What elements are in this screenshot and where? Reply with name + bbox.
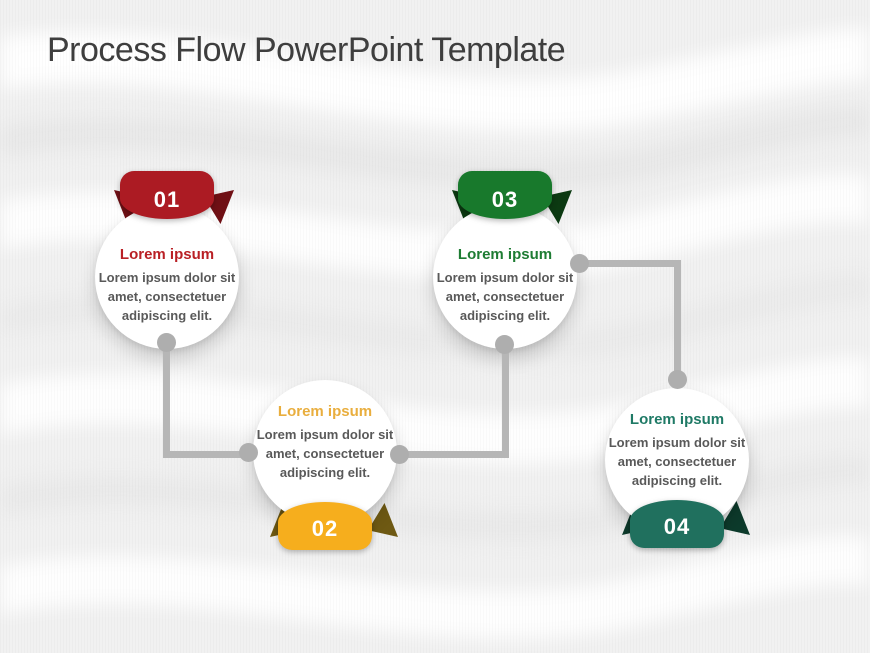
step-title: Lorem ipsum — [629, 410, 725, 428]
step-body-line: adipiscing elit. — [459, 307, 551, 323]
connector-line-1-vertical — [163, 343, 170, 458]
step-circle: Lorem ipsum Lorem ipsum dolor sit amet, … — [433, 205, 577, 349]
step-number-badge: 03 — [458, 171, 552, 219]
step-circle: Lorem ipsum Lorem ipsum dolor sit amet, … — [253, 380, 397, 524]
step-body-line: amet, consectetuer — [265, 445, 385, 461]
step-body-line: amet, consectetuer — [445, 288, 565, 304]
step-number: 03 — [491, 187, 519, 212]
step-title: Lorem ipsum — [457, 245, 553, 263]
step-body-line: Lorem ipsum dolor sit — [98, 269, 236, 285]
connector-line-2-horizontal — [400, 451, 509, 458]
connector-dot-step2-right — [390, 445, 409, 464]
step-body-line: amet, consectetuer — [107, 288, 227, 304]
step-body-line: amet, consectetuer — [617, 453, 737, 469]
step-body-line: Lorem ipsum dolor sit — [436, 269, 574, 285]
connector-dot-step2-left — [239, 443, 258, 462]
step-body-line: adipiscing elit. — [631, 472, 723, 488]
step-title: Lorem ipsum — [119, 245, 215, 263]
step-body-line: Lorem ipsum dolor sit — [608, 434, 746, 450]
connector-line-1-horizontal — [163, 451, 253, 458]
step-body: Lorem ipsum dolor sit amet, consectetuer… — [437, 268, 574, 325]
connector-dot-step3-bottom — [495, 335, 514, 354]
connector-dot-step3-right — [570, 254, 589, 273]
step-number-badge: 01 — [120, 171, 214, 219]
step-number: 04 — [663, 514, 691, 539]
step-body: Lorem ipsum dolor sit amet, consectetuer… — [609, 433, 746, 490]
slide-title: Process Flow PowerPoint Template — [47, 31, 566, 69]
step-body: Lorem ipsum dolor sit amet, consectetuer… — [99, 268, 236, 325]
step-body-line: adipiscing elit. — [121, 307, 213, 323]
connector-line-3-horizontal — [580, 260, 681, 267]
step-number: 01 — [153, 187, 181, 212]
step-number: 02 — [311, 516, 339, 541]
connector-dot-step4-top — [668, 370, 687, 389]
step-number-badge: 02 — [278, 502, 372, 550]
step-circle: Lorem ipsum Lorem ipsum dolor sit amet, … — [95, 205, 239, 349]
connector-line-3-vertical — [674, 260, 681, 384]
step-number-badge: 04 — [630, 500, 724, 548]
step-body-line: adipiscing elit. — [279, 464, 371, 480]
connector-line-2-vertical — [502, 345, 509, 458]
connector-dot-step1-bottom — [157, 333, 176, 352]
step-body-line: Lorem ipsum dolor sit — [256, 426, 394, 442]
step-title: Lorem ipsum — [277, 402, 373, 420]
step-body: Lorem ipsum dolor sit amet, consectetuer… — [257, 425, 394, 482]
